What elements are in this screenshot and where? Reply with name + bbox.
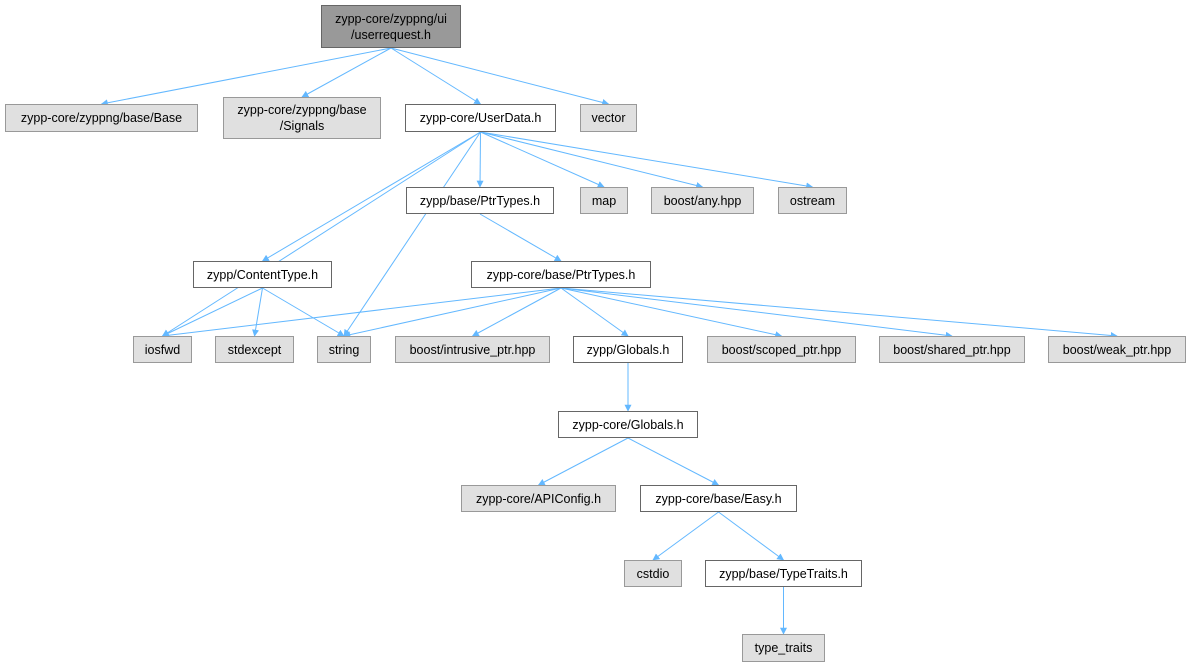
edge-core_ptrtypes-to-shared_ptr [560, 287, 953, 339]
edge-userdata-to-map [480, 131, 605, 188]
edge-userdata-to-boost_any [480, 131, 704, 189]
node-zypp-base-ptrtypes-h[interactable]: zypp/base/PtrTypes.h [406, 187, 554, 214]
edge-easy-to-cstdio [652, 511, 719, 561]
edge-userrequest-to-vector [390, 47, 610, 106]
node-vector: vector [580, 104, 637, 132]
node-boost-weak-ptr-hpp: boost/weak_ptr.hpp [1048, 336, 1186, 363]
node-userrequest-h: zypp-core/zyppng/ui /userrequest.h [321, 5, 461, 48]
node-zyppng-base-signals: zypp-core/zyppng/base /Signals [223, 97, 381, 139]
edge-contenttype-to-iosfwd [161, 287, 263, 337]
node-cstdio: cstdio [624, 560, 682, 587]
node-zypp-globals-h[interactable]: zypp/Globals.h [573, 336, 683, 363]
node-boost-shared-ptr-hpp: boost/shared_ptr.hpp [879, 336, 1025, 363]
edge-core_globals-to-easy [627, 437, 720, 486]
node-contenttype-h[interactable]: zypp/ContentType.h [193, 261, 332, 288]
node-boost-scoped-ptr-hpp: boost/scoped_ptr.hpp [707, 336, 856, 363]
node-boost-intrusive-ptr-hpp: boost/intrusive_ptr.hpp [395, 336, 550, 363]
edge-userdata-to-ostream [480, 131, 814, 190]
edge-userdata-to-iosfwd [161, 131, 481, 337]
edge-contenttype-to-stdexcept [252, 287, 263, 337]
edge-userrequest-to-base_base [100, 47, 392, 107]
node-core-base-ptrtypes-h[interactable]: zypp-core/base/PtrTypes.h [471, 261, 651, 288]
node-iosfwd: iosfwd [133, 336, 192, 363]
edge-core_ptrtypes-to-iosfwd [161, 287, 562, 339]
edge-core_ptrtypes-to-string [343, 287, 562, 339]
node-apiconfig-h: zypp-core/APIConfig.h [461, 485, 616, 512]
node-ostream: ostream [778, 187, 847, 214]
node-string: string [317, 336, 371, 363]
edge-userdata-to-contenttype [261, 131, 481, 262]
edge-userrequest-to-base_signals [301, 47, 392, 98]
edge-userrequest-to-userdata [390, 47, 482, 105]
node-core-base-easy-h[interactable]: zypp-core/base/Easy.h [640, 485, 797, 512]
node-userdata-h[interactable]: zypp-core/UserData.h [405, 104, 556, 132]
node-boost-any-hpp: boost/any.hpp [651, 187, 754, 214]
edge-core_ptrtypes-to-weak_ptr [560, 287, 1118, 339]
node-typetraits-h[interactable]: zypp/base/TypeTraits.h [705, 560, 862, 587]
edge-userdata-to-string [343, 131, 481, 337]
edge-easy-to-typetraits [718, 511, 785, 561]
edge-contenttype-to-string [262, 287, 345, 337]
edge-core_ptrtypes-to-scoped_ptr [560, 287, 783, 339]
node-zyppng-base-base: zypp-core/zyppng/base/Base [5, 104, 198, 132]
edge-core_globals-to-apiconfig [537, 437, 629, 486]
edge-userdata-to-zypp_ptrtypes [476, 131, 484, 188]
node-stdexcept: stdexcept [215, 336, 294, 363]
node-map: map [580, 187, 628, 214]
edge-core_ptrtypes-to-zypp_globals [560, 287, 629, 337]
edge-zypp_ptrtypes-to-core_ptrtypes [479, 213, 562, 262]
node-core-globals-h[interactable]: zypp-core/Globals.h [558, 411, 698, 438]
node-type-traits: type_traits [742, 634, 825, 662]
edge-core_ptrtypes-to-intrusive_ptr [471, 287, 562, 337]
